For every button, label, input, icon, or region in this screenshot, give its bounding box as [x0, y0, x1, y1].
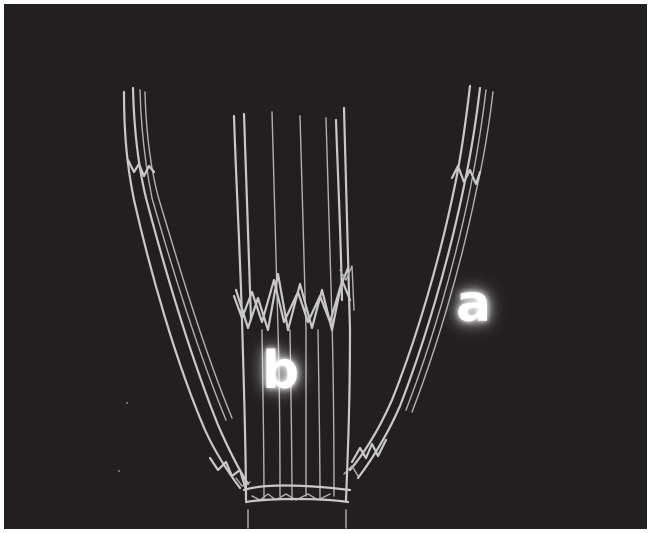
speck	[118, 470, 120, 472]
left-sheath	[124, 88, 250, 490]
label-b: b	[262, 345, 299, 397]
label-a: a	[456, 278, 491, 330]
plant-stem-drawing	[4, 4, 647, 529]
speck	[126, 402, 128, 404]
illustration-frame	[4, 4, 647, 529]
